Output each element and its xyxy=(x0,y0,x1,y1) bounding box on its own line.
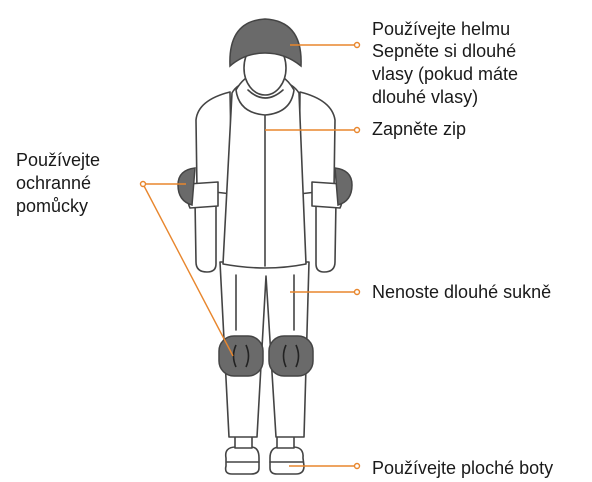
label-gear-line-1: Používejte xyxy=(16,149,100,172)
right-knee-pad xyxy=(269,336,313,376)
leader-gear-knee xyxy=(143,184,233,356)
label-hair-line-2: vlasy (pokud máte xyxy=(372,63,518,86)
left-sleeve xyxy=(196,92,232,194)
right-sleeve xyxy=(299,92,335,194)
label-gear: Používejte ochranné pomůcky xyxy=(16,149,100,218)
label-gear-line-2: ochranné xyxy=(16,172,100,195)
left-elbow-pad xyxy=(178,168,195,205)
label-gear-line-3: pomůcky xyxy=(16,195,100,218)
left-shoe xyxy=(226,447,259,474)
label-hair-line-3: dlouhé vlasy) xyxy=(372,86,518,109)
label-hair-line-1: Sepněte si dlouhé xyxy=(372,40,518,63)
label-hair: Sepněte si dlouhé vlasy (pokud máte dlou… xyxy=(372,40,518,109)
label-helmet: Používejte helmu xyxy=(372,18,510,41)
right-shoe xyxy=(270,447,304,474)
label-skirt: Nenoste dlouhé sukně xyxy=(372,281,551,304)
label-shoes: Používejte ploché boty xyxy=(372,457,553,480)
right-elbow-pad xyxy=(335,168,352,205)
label-zip: Zapněte zip xyxy=(372,118,466,141)
